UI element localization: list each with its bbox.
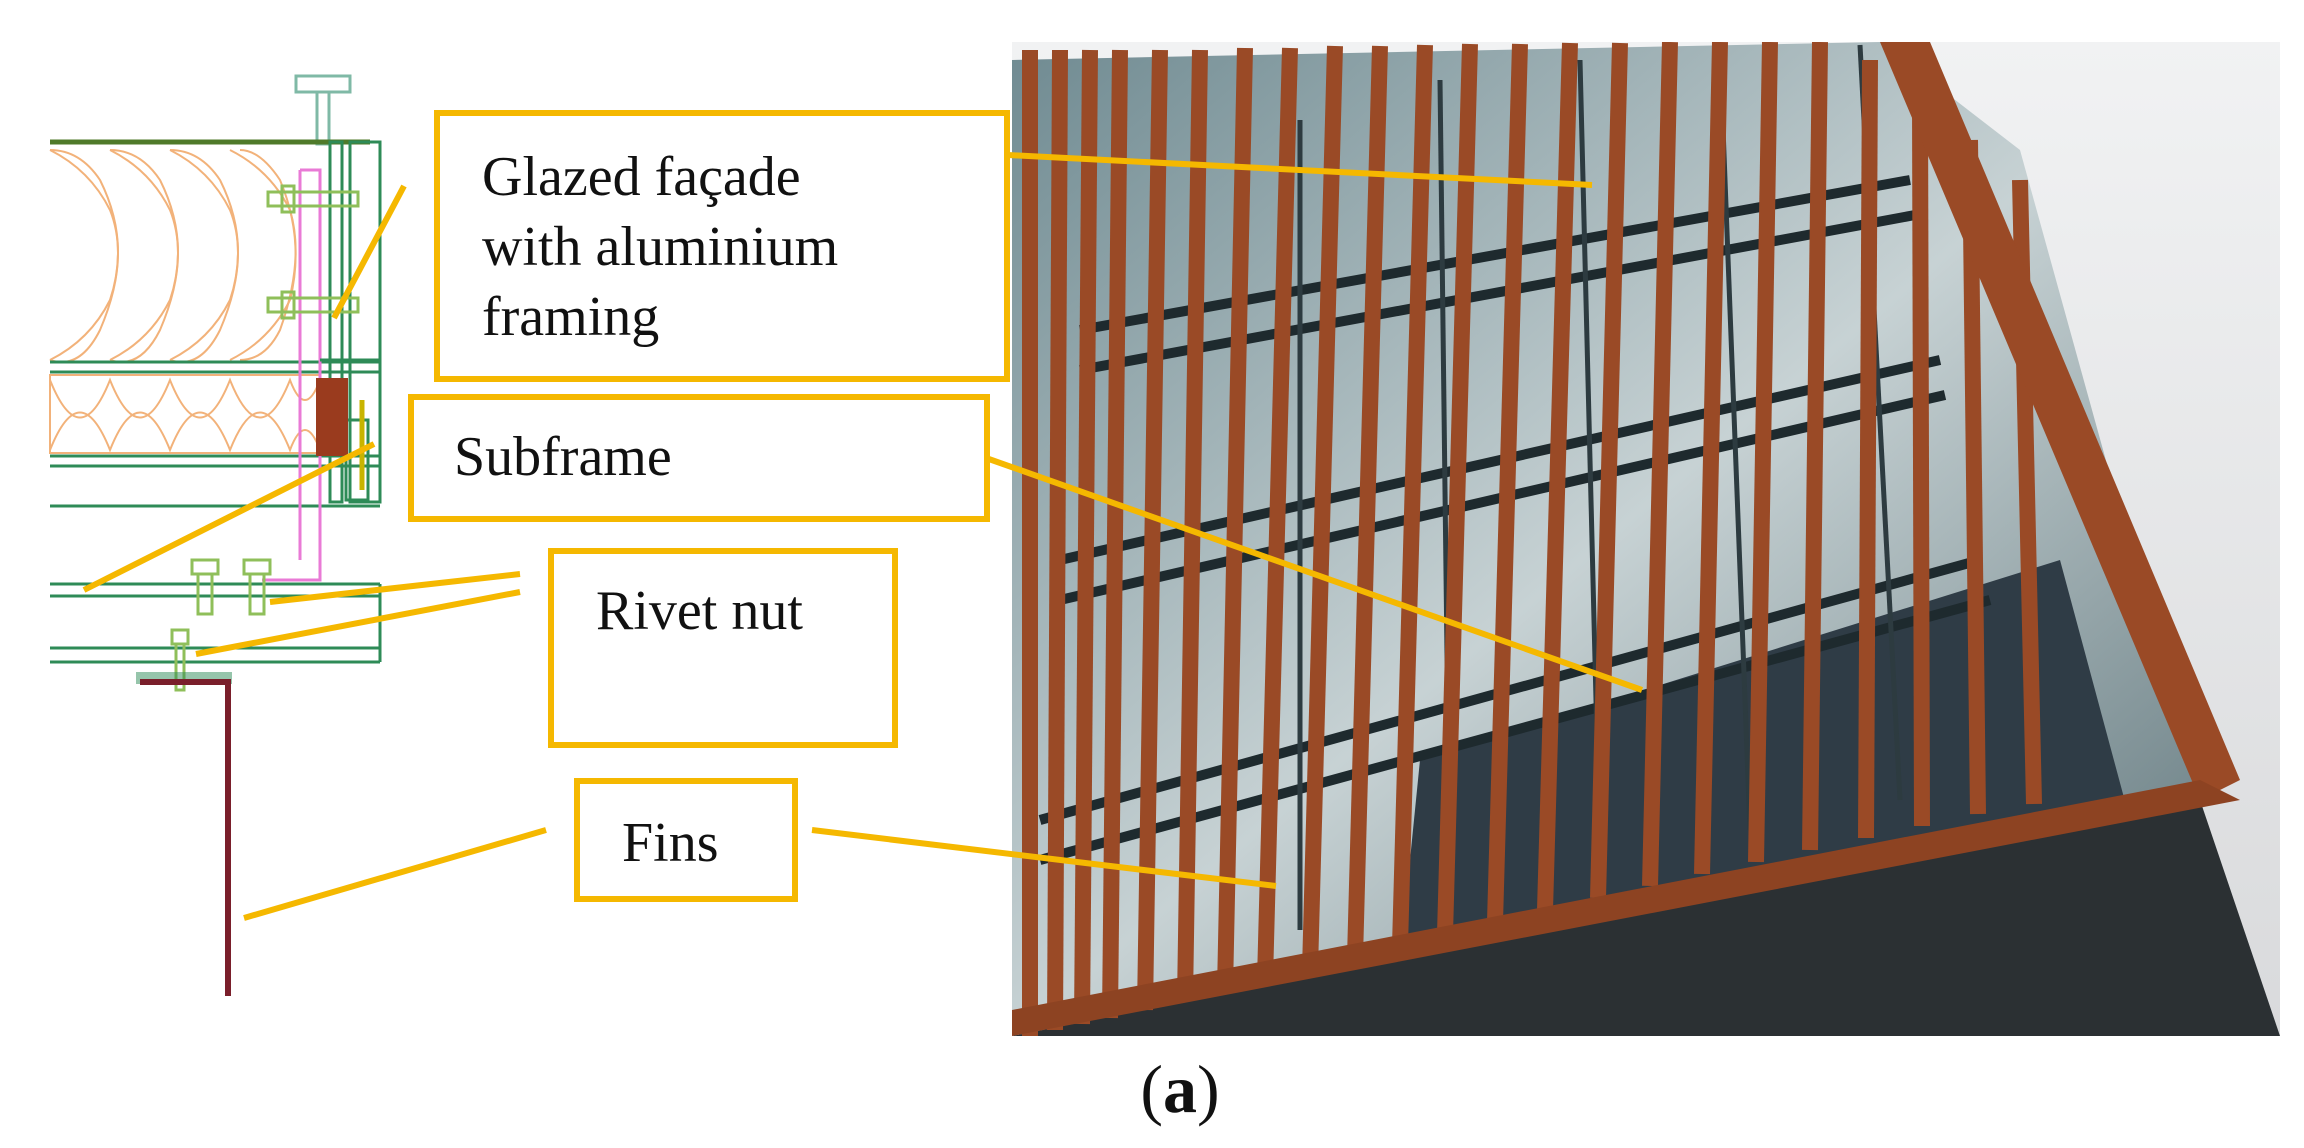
label-rivet-nut: Rivet nut <box>596 580 803 642</box>
caption-open: ( <box>1140 1051 1163 1127</box>
t-profile <box>294 74 352 146</box>
leader-subframe-left <box>82 441 376 593</box>
leader-glazed-right <box>1007 152 1593 188</box>
leader-lines <box>82 152 1644 921</box>
leader-glazed-left <box>331 184 407 320</box>
mullion-bolts <box>266 184 380 362</box>
caption-letter: a <box>1163 1051 1197 1127</box>
thermal-block <box>316 378 348 456</box>
rivet-nut-drawings <box>170 558 272 692</box>
leader-fins-right <box>811 827 1277 889</box>
fin-bracket <box>136 672 232 996</box>
label-glazed-facade-line3: framing <box>482 286 660 348</box>
facade-photo <box>1012 42 2280 1036</box>
leader-rivet-1 <box>269 571 521 605</box>
section-drawing <box>49 74 382 996</box>
label-fins: Fins <box>622 812 719 874</box>
leader-fins-left <box>243 827 547 921</box>
label-glazed-facade-line2: with aluminium <box>482 216 839 278</box>
caption-close: ) <box>1197 1051 1220 1127</box>
callout-rivet-nut: Rivet nut <box>548 548 898 748</box>
callout-fins: Fins <box>574 778 798 902</box>
label-subframe: Subframe <box>454 426 672 488</box>
insulation-lower <box>49 374 321 454</box>
figure-caption: (a) <box>1090 1050 1270 1129</box>
insulation-upper <box>49 149 297 363</box>
callout-subframe: Subframe <box>408 394 990 522</box>
leader-rivet-2 <box>195 589 521 657</box>
mullion <box>328 140 382 504</box>
membrane <box>262 168 322 582</box>
label-glazed-facade-line1: Glazed façade <box>482 146 801 208</box>
leader-subframe-right <box>984 455 1644 693</box>
callout-glazed-facade: Glazed façade with aluminium framing <box>434 110 1010 382</box>
